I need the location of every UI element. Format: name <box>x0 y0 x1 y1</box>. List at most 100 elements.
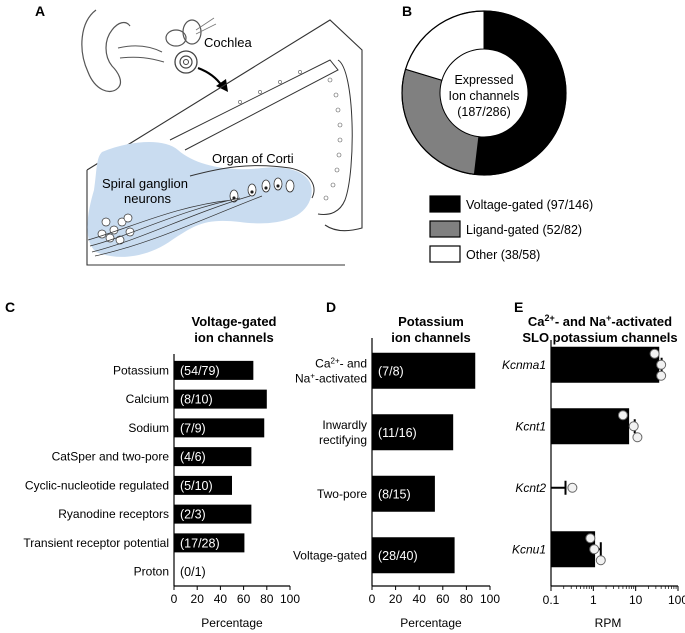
panel-c-bar <box>174 418 265 438</box>
ear-outline <box>81 9 131 93</box>
panel-c-category-label: Proton <box>134 565 169 579</box>
panel-e-category-label: Kcnt2 <box>515 481 546 495</box>
tectorial-membrane <box>189 165 315 199</box>
panel-c-x-tick-label: 60 <box>237 592 251 606</box>
stria-cells <box>238 70 343 201</box>
panel-e-title-line-1: Ca2+- and Na+-activated <box>528 313 672 329</box>
panel-c-bar-label: (7/9) <box>180 421 206 435</box>
panel-e-data-point <box>589 544 600 555</box>
nerve-fibers <box>87 195 263 257</box>
ion-channel-donut-chart <box>401 10 567 176</box>
scala-outline <box>317 59 353 215</box>
legend-swatch-other <box>429 245 461 263</box>
panel-e-x-tick-label: 10 <box>629 593 643 607</box>
panel-d-category-label: Na+-activated <box>295 371 367 386</box>
panel-e-data-point <box>585 533 596 544</box>
panel-d-x-tick-label: 20 <box>389 592 403 606</box>
panel-label-b: B <box>402 3 412 19</box>
panel-e-category-label: Kcnma1 <box>502 358 546 372</box>
panel-c-bar-label: (0/1) <box>180 565 206 579</box>
panel-d-bar <box>372 414 454 451</box>
panel-d-category-label: Voltage-gated <box>293 548 367 562</box>
panel-e-xlabel: RPM <box>595 616 622 630</box>
panel-c-category-label: Cyclic-nucleotide regulated <box>25 478 169 492</box>
panel-e-bar <box>551 346 660 383</box>
panel-d-xlabel: Percentage <box>400 616 462 630</box>
panel-d-title-line-2: ion channels <box>391 330 470 345</box>
panel-c-title-line-2: ion channels <box>194 330 273 345</box>
panel-d-bar <box>372 352 476 389</box>
panel-e-data-point <box>649 348 660 359</box>
panel-d-category-label: Ca2+- and <box>315 356 367 371</box>
panel-d-x-tick-label: 40 <box>413 592 427 606</box>
panel-d-category-label: Two-pore <box>317 487 367 501</box>
panel-c-bar-label: (4/6) <box>180 450 206 464</box>
cochlea-label: Cochlea <box>204 35 252 50</box>
arrowhead-icon <box>216 79 228 92</box>
donut-outer-ring <box>401 10 567 176</box>
panel-d-bar <box>372 537 455 574</box>
panel-c-bar <box>174 475 232 495</box>
panel-c-xlabel: Percentage <box>201 616 263 630</box>
panel-c-bar-label: (5/10) <box>180 479 213 493</box>
panel-e-data-point <box>632 432 643 443</box>
panel-d-x-tick-label: 0 <box>369 592 376 606</box>
panel-e-data-point <box>656 359 667 370</box>
panel-d-bar-label: (7/8) <box>378 364 404 378</box>
panel-d-x-tick-label: 60 <box>436 592 450 606</box>
panel-d-bar-label: (11/16) <box>378 426 417 440</box>
panel-c-x-tick-label: 40 <box>214 592 228 606</box>
organ-of-corti-label: Organ of Corti <box>212 151 294 166</box>
panel-e-data-point <box>656 370 667 381</box>
legend-label-ligand-gated: Ligand-gated (52/82) <box>466 223 582 237</box>
panel-e-x-tick-label: 100 <box>668 593 685 607</box>
panel-c-bar <box>174 504 252 524</box>
panel-c-bar <box>174 447 252 467</box>
panel-c-category-label: Ryanodine receptors <box>58 507 169 521</box>
panel-d-bar-label: (28/40) <box>378 549 418 563</box>
panel-e-data-point <box>617 410 628 421</box>
panel-c-bar <box>174 389 267 409</box>
panel-label-a: A <box>35 3 45 19</box>
panel-e-bar <box>551 408 630 445</box>
panel-d-category-label: Inwardly <box>322 418 367 432</box>
panel-c-category-label: Transient receptor potential <box>23 536 169 550</box>
reissner-membrane <box>169 59 339 151</box>
panel-c-bar-label: (17/28) <box>180 536 220 550</box>
panel-c-category-label: CatSper and two-pore <box>52 450 170 464</box>
panel-e-category-label: Kcnu1 <box>512 542 546 556</box>
panel-c-category-label: Sodium <box>128 421 169 435</box>
spiral-ganglion-label: Spiral ganglion <box>102 176 188 191</box>
panel-c-bar <box>174 360 254 380</box>
panel-e-data-point <box>567 482 578 493</box>
panel-c-x-tick-label: 100 <box>280 592 300 606</box>
panel-c-category-label: Calcium <box>126 392 169 406</box>
panel-e-x-tick-label: 0.1 <box>543 593 560 607</box>
panel-label-e: E <box>514 299 523 315</box>
donut-center-line-3: (187/286) <box>457 105 511 119</box>
panel-label-c: C <box>5 299 15 315</box>
panel-c-title-line-1: Voltage-gated <box>192 314 277 329</box>
spiral-ganglion-label-2: neurons <box>124 191 171 206</box>
panel-d-x-tick-label: 80 <box>460 592 474 606</box>
panel-c-bar-label: (2/3) <box>180 508 206 522</box>
donut-center-line-2: Ion channels <box>449 89 520 103</box>
panel-d-x-tick-label: 100 <box>480 592 500 606</box>
panel-e-title-line-2: SLO potassium channels <box>522 330 677 345</box>
panel-e-x-tick-label: 1 <box>590 593 597 607</box>
panel-d-bar-label: (8/15) <box>378 487 411 501</box>
panel-label-d: D <box>326 299 336 315</box>
panel-d-bar <box>372 475 435 512</box>
ear-canal <box>117 45 165 63</box>
panel-e-data-point <box>595 555 606 566</box>
panel-e-data-point <box>628 421 639 432</box>
panel-c-bar-label: (54/79) <box>180 364 220 378</box>
panel-c-x-tick-label: 80 <box>260 592 274 606</box>
legend-label-other: Other (38/58) <box>466 248 540 262</box>
panel-c-x-tick-label: 20 <box>191 592 205 606</box>
cochlea-icon <box>165 17 217 74</box>
